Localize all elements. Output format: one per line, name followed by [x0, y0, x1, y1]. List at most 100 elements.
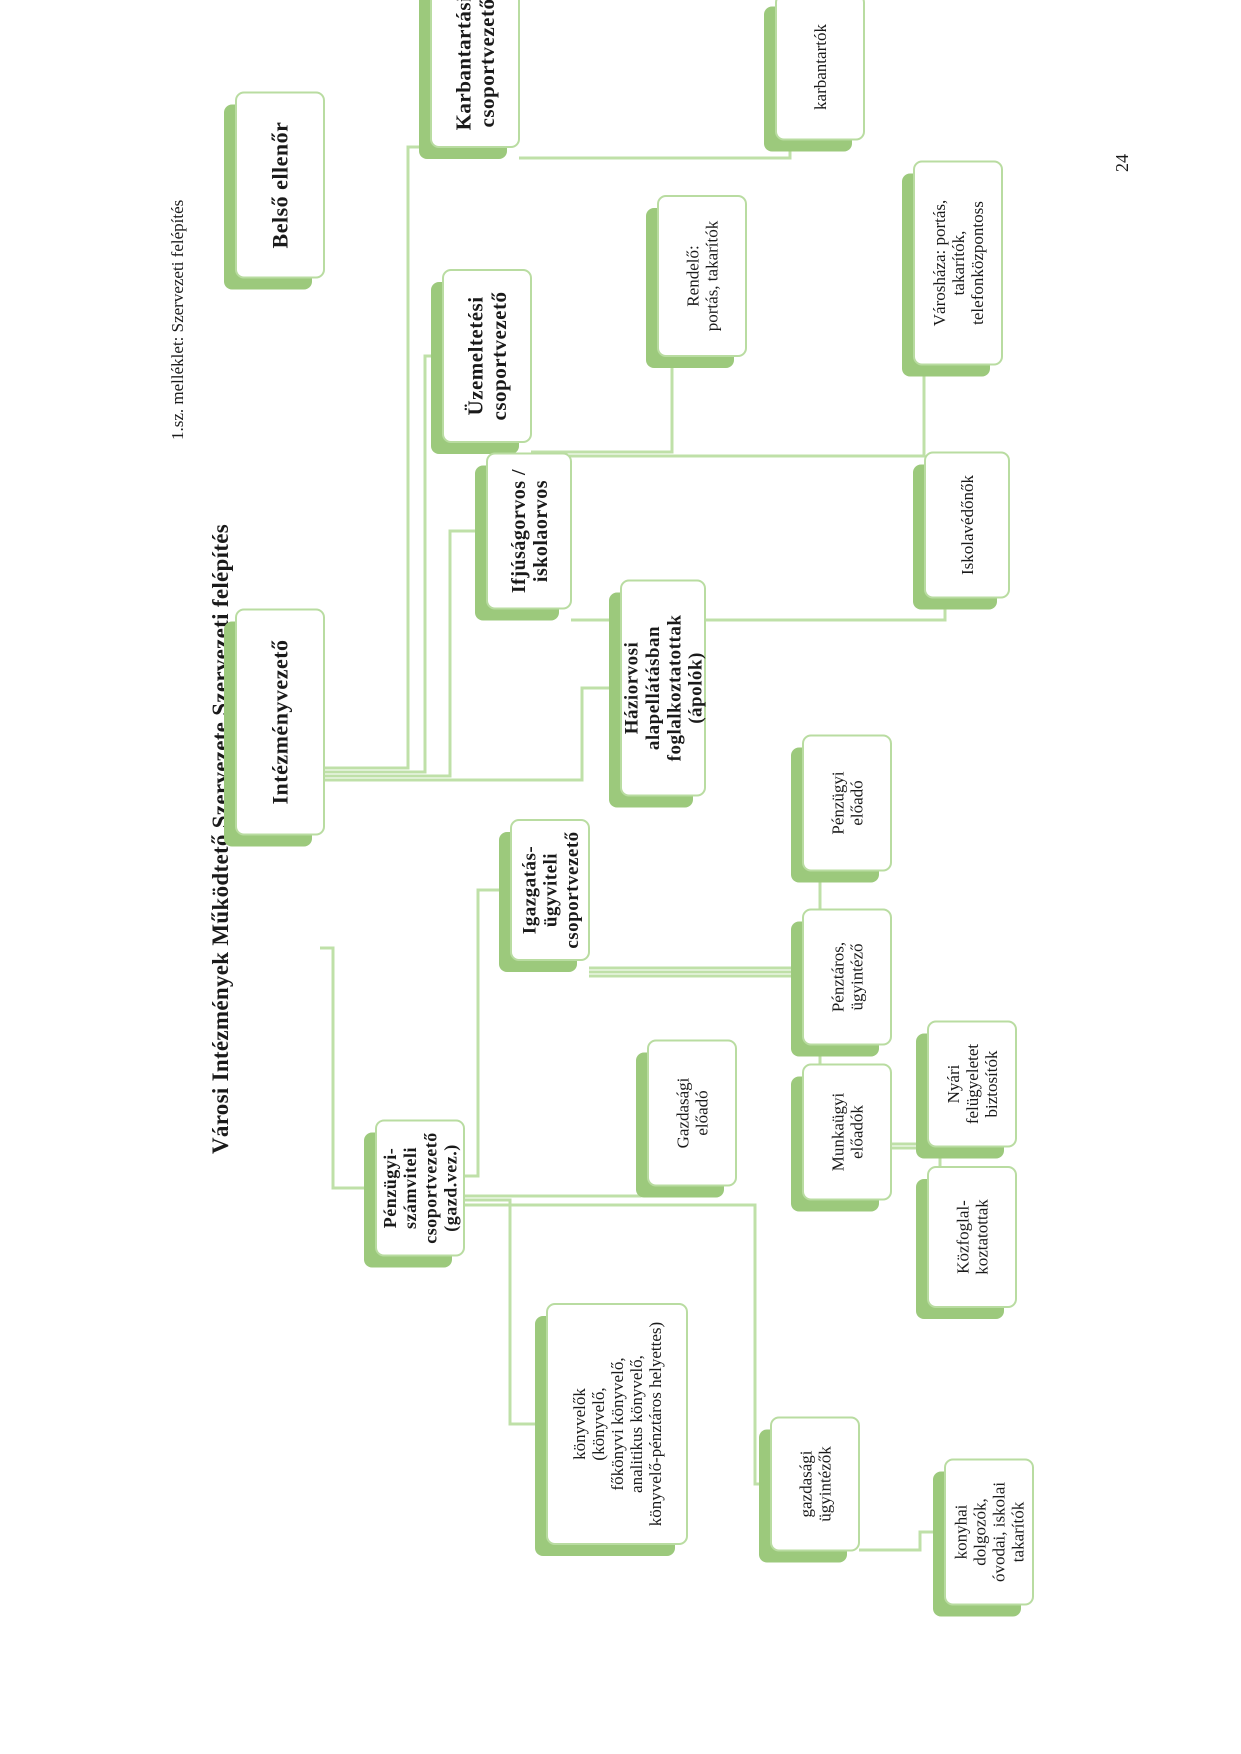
node-label-line: csoportvezető	[487, 292, 511, 421]
node-label-line: Ifjúságorvos /	[508, 469, 530, 593]
node-label: Belső ellenőr	[268, 122, 293, 249]
node-label: Nyárifelügyeletetbiztosítók	[944, 1044, 1001, 1125]
node-label-line: biztosítók	[982, 1050, 1001, 1118]
node-haziorvosi: Háziorvosialapellátásbanfoglalkoztatotta…	[609, 579, 707, 808]
node-label: Intézményvezető	[268, 639, 293, 804]
node-karbantartok: karbantartók	[764, 0, 865, 152]
node-label: karbantartók	[811, 24, 830, 110]
node-belso-ellenor: Belső ellenőr	[224, 91, 325, 290]
node-uzemeltetesi: Üzemeltetésicsoportvezető	[431, 269, 532, 454]
node-label-line: telefonközpontoss	[968, 201, 987, 325]
node-label-line: felügyeletet	[963, 1044, 982, 1125]
node-label: Pénzügyielőadó	[828, 771, 866, 835]
node-karbantartasi: Karbantartásicsoportvezető	[419, 0, 520, 159]
node-label: Pénzügyi-számvitelicsoportvezető(gazd.ve…	[380, 1132, 461, 1243]
node-iskolavedonok: Iskolavédőnők	[913, 451, 1010, 610]
node-box	[913, 160, 1003, 366]
node-kozfoglal: Közfoglal-koztatottak	[916, 1166, 1017, 1319]
node-label-line: Közfoglal-	[953, 1200, 972, 1274]
node-ifjusagorvos: Ifjúságorvos /iskolaorvos	[475, 452, 572, 621]
node-label-line: csoportvezető	[475, 0, 499, 127]
node-box	[944, 1458, 1034, 1606]
node-label-line: (gazd.vez.)	[441, 1144, 462, 1231]
node-label-line: ügyintéző	[847, 943, 866, 1010]
node-label-line: Munkaügyi	[828, 1093, 847, 1172]
node-label-line: alapellátásban	[643, 626, 664, 750]
node-penzugyi-szamviteli: Pénzügyi-számvitelicsoportvezető(gazd.ve…	[364, 1119, 465, 1268]
node-label-line: óvodai, iskolai	[989, 1482, 1008, 1582]
node-label-line: takarítók	[1009, 1501, 1028, 1562]
node-label-line: Üzemeltetési	[464, 296, 488, 415]
node-label: Karbantartásicsoportvezető	[452, 0, 500, 130]
node-munkaugyi: Munkaügyielőadók	[791, 1063, 892, 1212]
connector-intezmenyvezeto-to-uzemeltetesi	[324, 354, 431, 774]
node-label-line: Pénztáros,	[828, 942, 847, 1012]
node-label-line: Igazgatás-	[519, 846, 540, 934]
node-gazdasagi-eloado: Gazdaságielőadó	[636, 1039, 737, 1198]
node-box	[235, 608, 325, 836]
node-penzugyi-eloado: Pénzügyielőadó	[791, 734, 892, 883]
node-box	[235, 91, 325, 279]
node-label-line: ügyviteli	[541, 853, 562, 927]
node-label-line: gazdasági	[796, 1450, 815, 1517]
node-box	[927, 1166, 1017, 1308]
node-label-line: (ápolók)	[686, 652, 707, 724]
connector-penzugyi-szamviteli-to-igazgatasi	[464, 888, 511, 1178]
connector-penzugyi-szamviteli-to-konyvelok	[464, 1198, 547, 1426]
node-box	[546, 1303, 688, 1545]
node-label-line: takarítók,	[949, 231, 968, 296]
node-label: konyhaidolgozók,óvodai, iskolaitakarítók	[951, 1482, 1027, 1582]
node-label: Iskolavédőnők	[958, 474, 977, 575]
node-box	[442, 269, 532, 443]
node-label-line: analitikus könyvelő,	[627, 1355, 646, 1493]
node-label: Munkaügyielőadók	[828, 1093, 866, 1172]
node-label-line: (könyvelő,	[589, 1387, 608, 1460]
connector-intezmenyvezeto-to-haziorvosi	[324, 686, 609, 782]
node-label-line: foglalkoztatottak	[664, 615, 685, 762]
node-label-line: Iskolavédőnők	[958, 474, 977, 575]
node-box	[430, 0, 520, 148]
node-intezmenyvezeto: Intézményvezető	[224, 608, 325, 847]
node-label-line: Gazdasági	[673, 1077, 692, 1148]
node-label-line: Belső ellenőr	[268, 122, 293, 249]
node-box	[802, 908, 892, 1046]
node-label-line: könyvelő-pénztáros helyettes)	[646, 1322, 665, 1526]
node-label: Városháza: portás,takarítók,telefonközpo…	[930, 200, 987, 327]
node-rendelo: Rendelő:portás, takarítók	[646, 195, 747, 368]
node-label-line: előadó	[847, 780, 866, 825]
connector-igazgatasi-to-penzugyi-eloado	[589, 801, 822, 970]
node-label-line: könyvelők	[570, 1388, 589, 1460]
node-label-line: konyhai	[951, 1504, 970, 1559]
node-label: Pénztáros,ügyintéző	[828, 942, 866, 1012]
node-label: Gazdaságielőadó	[673, 1077, 711, 1148]
node-label-line: Karbantartási	[452, 0, 476, 130]
node-label-line: koztatottak	[972, 1199, 991, 1275]
node-konyhai: konyhaidolgozók,óvodai, iskolaitakarítók	[933, 1458, 1034, 1617]
node-label-line: Városháza: portás,	[930, 200, 949, 327]
node-varoshaza: Városháza: portás,takarítók,telefonközpo…	[902, 160, 1003, 377]
node-label-line: Pénzügyi	[828, 771, 847, 835]
node-box	[770, 1416, 860, 1552]
node-label-line: előadók	[847, 1105, 866, 1159]
node-label-line: Rendelő:	[683, 245, 702, 306]
node-label-line: csoportvezető	[420, 1132, 440, 1243]
node-label: könyvelők(könyvelő,főkönyvi könyvelő,ana…	[570, 1322, 665, 1526]
node-label-line: csoportvezető	[562, 831, 583, 948]
node-igazgatasi: Igazgatás-ügyvitelicsoportvezető	[499, 819, 590, 972]
node-label-line: Intézményvezető	[268, 639, 293, 804]
node-label-line: előadó	[692, 1090, 711, 1135]
node-box	[620, 579, 706, 797]
node-box	[927, 1020, 1017, 1148]
connector-intezmenyvezeto-to-penzugyi-szamviteli	[320, 946, 376, 1190]
node-box	[510, 819, 590, 961]
connector-intezmenyvezeto-to-karbantartasi	[324, 145, 420, 770]
node-label-line: számviteli	[400, 1147, 420, 1229]
connector-gazdasagi-ugyintezok-to-konyhai	[859, 1530, 945, 1552]
node-box	[924, 451, 1010, 599]
node-label-line: iskolaorvos	[530, 480, 552, 582]
node-label: Üzemeltetésicsoportvezető	[464, 292, 512, 421]
node-box	[802, 1063, 892, 1201]
node-gazdasagi-ugyintezok: gazdaságiügyintézők	[759, 1416, 860, 1563]
